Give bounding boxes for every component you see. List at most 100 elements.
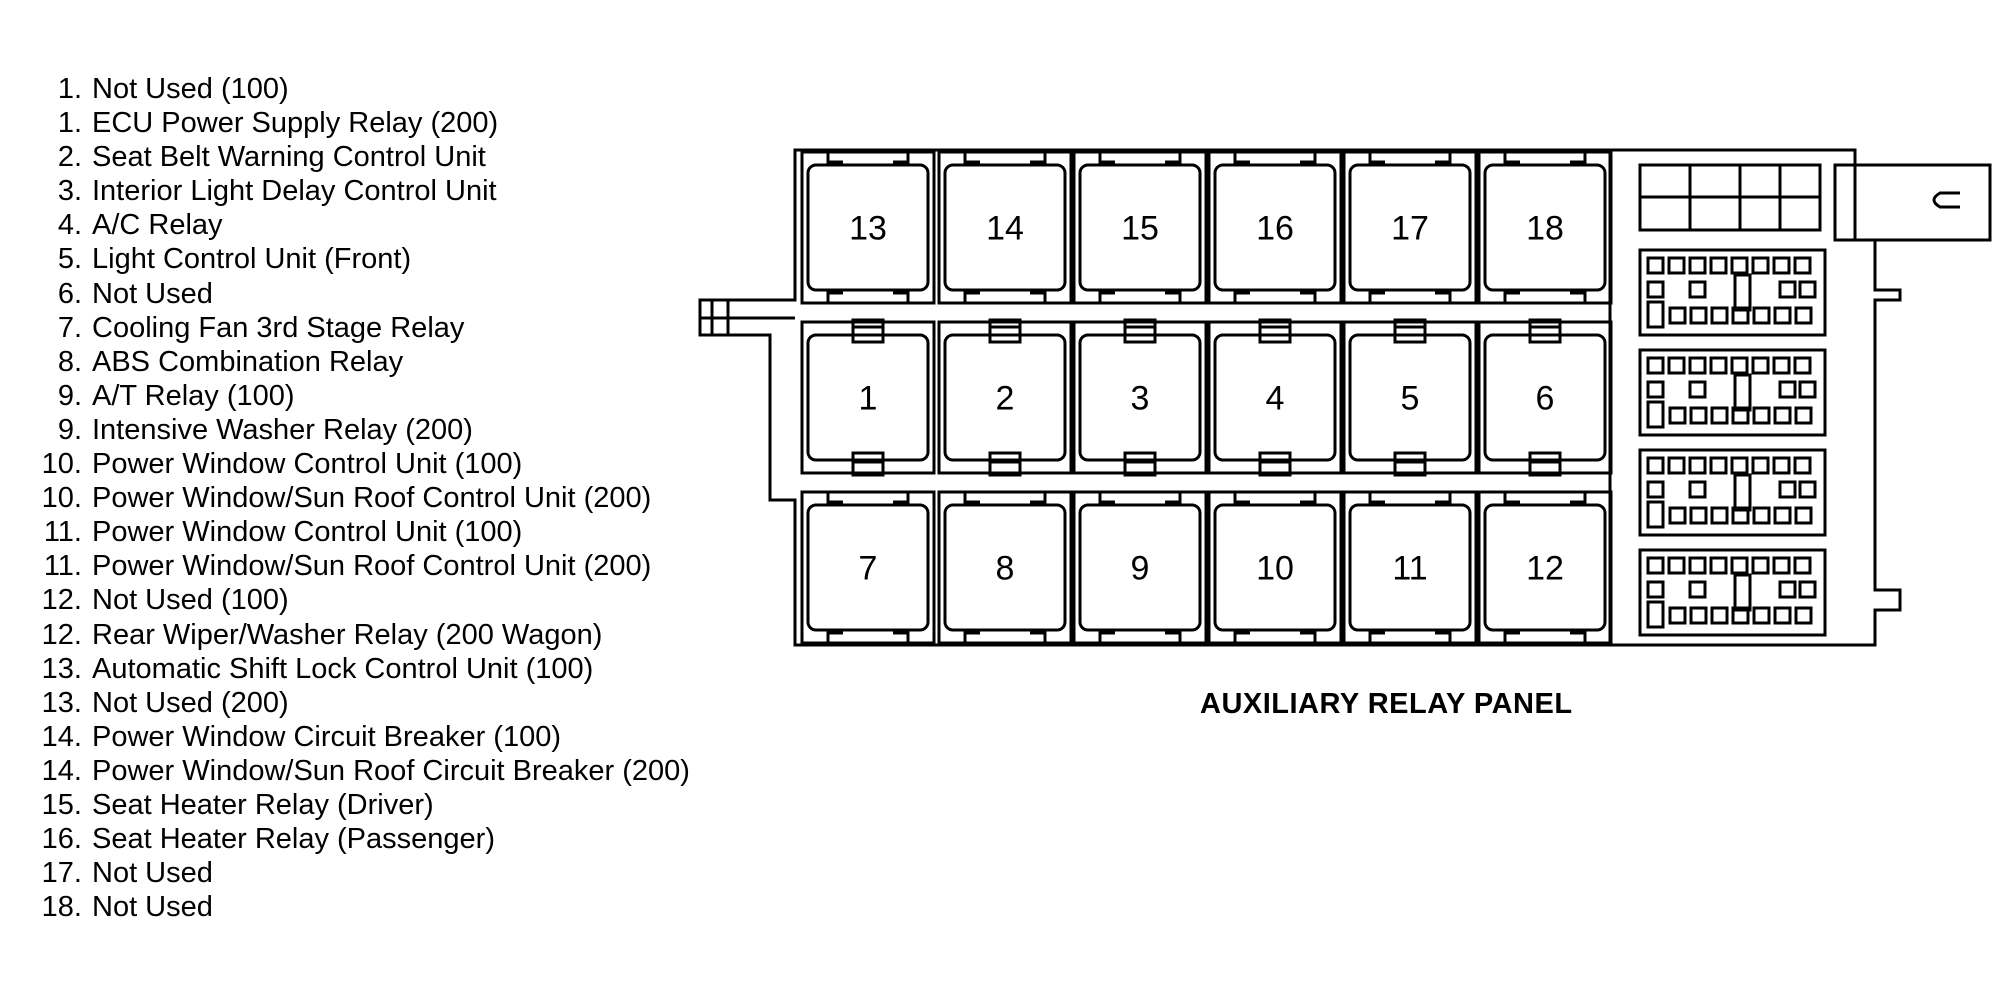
relay-clip [963,291,980,303]
fuse-cell [1773,306,1792,325]
fuse-cell [1730,256,1749,275]
legend-item-number: 13. [41,686,82,719]
relay-clip [1300,152,1317,164]
relay-latch-bottom [1258,451,1292,477]
relay-slot: 5 [1342,318,1478,477]
relay-clip [1570,631,1587,643]
legend-item-text: Not Used [92,891,213,924]
legend-item-number: 11. [43,550,82,583]
legend-item: 2.Seat Belt Warning Control Unit [28,140,788,174]
fuse-cell [1730,556,1749,575]
legend-item: 14.Power Window Circuit Breaker (100) [28,720,788,754]
relay-number-label: 7 [859,550,878,588]
relay-body [1483,163,1607,292]
legend-item-number: 18. [41,891,82,924]
fuse-cell [1731,306,1750,325]
fuse-cell [1752,506,1771,525]
relay-slot: 7 [800,490,936,645]
fuse-cell [1794,306,1813,325]
relay-clip [826,291,843,303]
fuse-cell [1794,606,1813,625]
fuse-cell [1772,256,1791,275]
relay-socket-outline [1342,150,1478,305]
relay-number-label: 3 [1131,380,1150,418]
fuse-cell [1730,456,1749,475]
relay-clip [826,492,843,504]
relay-slot: 6 [1477,318,1613,477]
relay-number-label: 8 [996,550,1015,588]
relay-socket-outline [1477,320,1613,475]
legend-item-number: 4. [57,209,82,242]
legend-item: 18. Not Used [28,890,788,924]
relay-clip [1165,631,1182,643]
fuse-cell [1709,256,1728,275]
relay-body [1078,333,1202,462]
relay-clip [893,492,910,504]
fuse-cell [1688,556,1707,575]
relay-number-label: 6 [1536,380,1555,418]
fuse-group [1638,248,1827,337]
fuse-cell [1667,356,1686,375]
fuse-cell [1646,600,1665,629]
legend-item-text: Rear Wiper/Washer Relay (200 Wagon) [92,618,603,651]
legend-item: 15.Seat Heater Relay (Driver) [28,788,788,822]
fuse-cell [1688,256,1707,275]
relay-clip [1570,291,1587,303]
fuse-cell [1646,300,1665,329]
fuse-cell [1668,506,1687,525]
relay-slot: 4 [1207,318,1343,477]
legend-item-number: 8. [57,345,82,378]
relay-slot: 12 [1477,490,1613,645]
legend-item-text: Power Window/Sun Roof Circuit Breaker (2… [92,754,690,787]
fuse-cell [1688,456,1707,475]
fuse-cell [1646,380,1665,399]
relay-number-label: 2 [996,380,1015,418]
relay-socket-outline [800,490,936,645]
legend-item-number: 11. [43,516,82,549]
legend-item-number: 10. [41,448,82,481]
fuse-group [1638,448,1827,537]
fuse-cell [1751,256,1770,275]
fuse-cell [1646,556,1665,575]
relay-body [806,163,930,292]
relay-latch-top [1528,318,1562,344]
legend-item-text: Light Control Unit (Front) [92,243,412,276]
legend-item-number: 14. [41,720,82,753]
relay-number-label: 16 [1256,210,1294,248]
fuse-cell [1668,606,1687,625]
relay-socket-outline [937,150,1073,305]
relay-number-label: 9 [1131,550,1150,588]
legend-item-text: ECU Power Supply Relay (200) [92,107,499,140]
legend-item-number: 13. [41,652,82,685]
relay-body [1213,163,1337,292]
relay-clip [1435,631,1452,643]
relay-socket-outline [800,320,936,475]
fuse-cell [1733,473,1752,512]
relay-clip [1368,152,1385,164]
relay-latch-top [1123,318,1157,344]
relay-body [1483,503,1607,632]
fuse-cell [1710,506,1729,525]
relay-number-label: 12 [1526,550,1564,588]
legend-item-text: Not Used [92,857,213,890]
fuse-cell [1772,456,1791,475]
fuse-cell [1772,556,1791,575]
relay-clip [1165,152,1182,164]
fuse-cell [1778,580,1797,599]
legend-item-text: ABS Combination Relay [92,345,404,378]
relay-clip [1300,291,1317,303]
relay-clip [1098,631,1115,643]
relay-body [1078,163,1202,292]
fuse-cell [1798,280,1817,299]
fuse-cell [1793,456,1812,475]
relay-slot: 2 [937,318,1073,477]
relay-clip [1503,152,1520,164]
fuse-cell [1646,500,1665,529]
relay-clip [893,291,910,303]
relay-body [1348,333,1472,462]
fuse-cell [1752,306,1771,325]
relay-number-label: 17 [1391,210,1429,248]
relay-socket-outline [1207,320,1343,475]
relay-clip [1030,631,1047,643]
relay-latch-bottom [1528,451,1562,477]
